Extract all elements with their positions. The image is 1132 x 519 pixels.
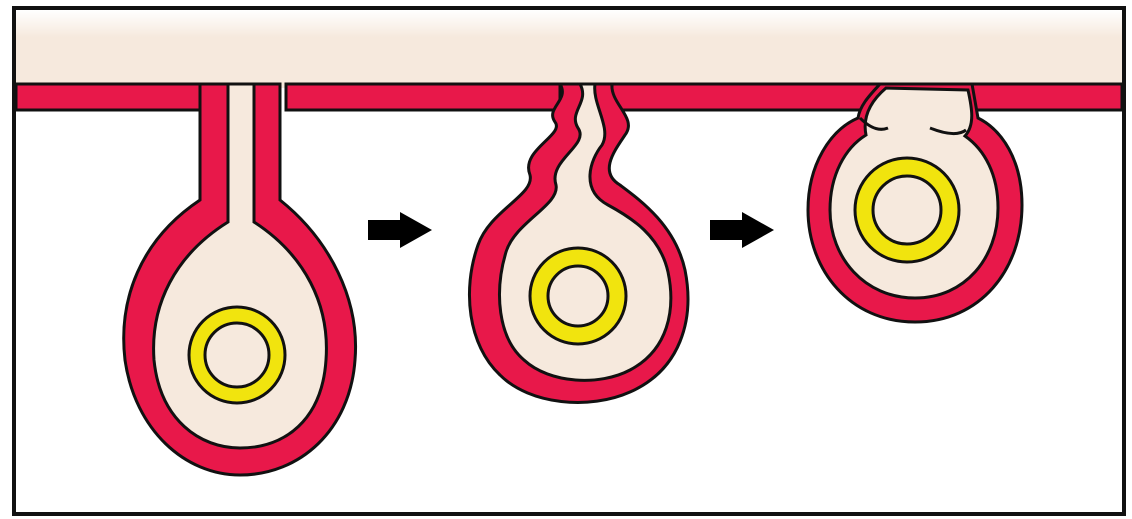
stage-1-vesicle-core [205,323,269,387]
stage-3-vesicle-core [873,176,941,244]
extracellular-lumen [16,10,1122,88]
stage-2-vesicle-core [548,266,608,326]
